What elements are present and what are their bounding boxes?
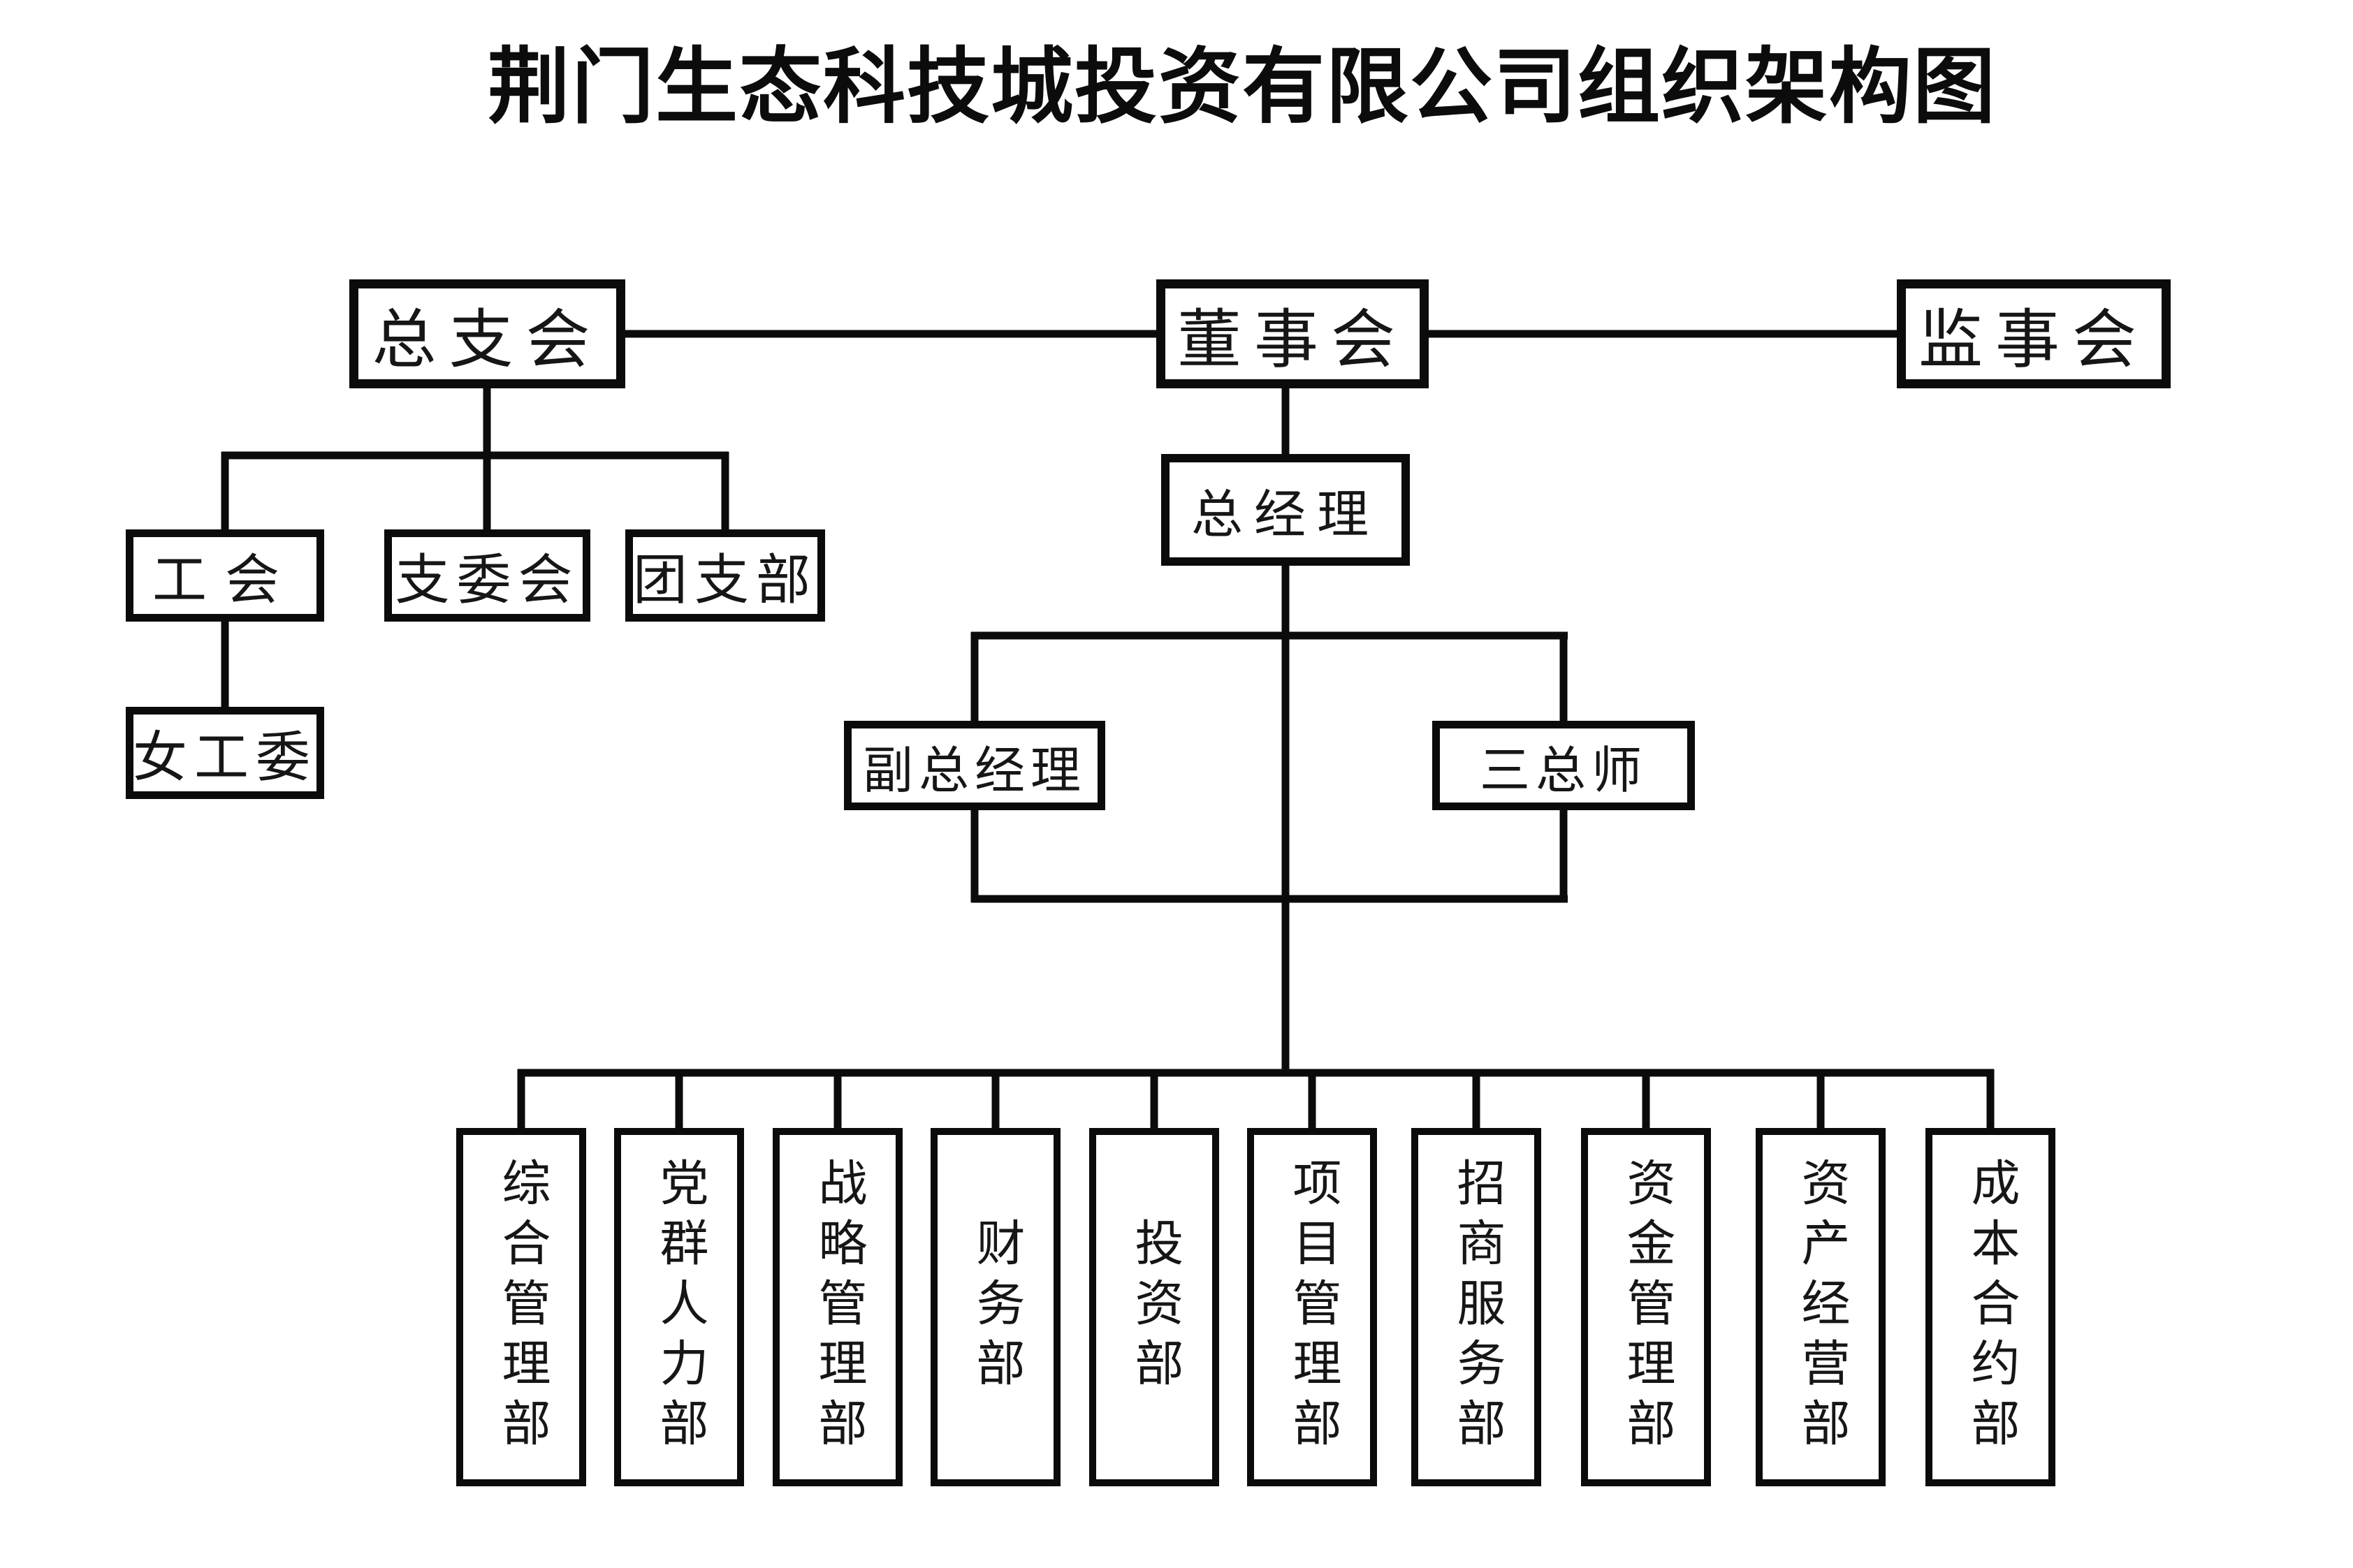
dept-label: 招商服务部 — [1450, 1157, 1503, 1458]
node-dept-capital-management: 资金管理部 — [1581, 1128, 1711, 1486]
node-label: 副总经理 — [862, 742, 1086, 799]
node-dept-strategy-management: 战略管理部 — [773, 1128, 903, 1486]
node-dept-party-mass-hr: 党群人力部 — [614, 1128, 744, 1486]
node-label: 工会 — [152, 550, 298, 610]
dept-label: 投资部 — [1128, 1217, 1181, 1398]
node-women-workers-committee: 女工委 — [126, 707, 324, 799]
node-three-chief-engineers: 三总师 — [1432, 721, 1695, 810]
node-dept-finance: 财务部 — [931, 1128, 1061, 1486]
node-board-of-supervisors: 监事会 — [1897, 279, 2171, 388]
chart-title: 荆门生态科技城投资有限公司组织架构图 — [487, 42, 1997, 133]
node-label: 团支部 — [633, 550, 818, 610]
node-label: 监事会 — [1918, 304, 2149, 376]
node-label: 支委会 — [395, 550, 580, 610]
dept-label: 党群人力部 — [653, 1157, 706, 1458]
node-deputy-general-manager: 副总经理 — [844, 721, 1105, 810]
dept-label: 资金管理部 — [1619, 1157, 1673, 1458]
dept-label: 综合管理部 — [495, 1157, 548, 1458]
node-label: 总经理 — [1191, 486, 1380, 544]
dept-label: 资产经营部 — [1794, 1157, 1848, 1458]
node-label: 总支会 — [372, 304, 603, 376]
node-dept-project-management: 项目管理部 — [1247, 1128, 1377, 1486]
node-label: 董事会 — [1176, 304, 1408, 376]
node-branch-committee: 支委会 — [384, 529, 590, 622]
node-general-manager: 总经理 — [1161, 454, 1410, 566]
node-label: 女工委 — [133, 727, 318, 788]
node-dept-general-management: 综合管理部 — [456, 1128, 586, 1486]
dept-label: 成本合约部 — [1964, 1157, 2018, 1458]
dept-label: 项目管理部 — [1285, 1157, 1339, 1458]
node-dept-asset-operation: 资产经营部 — [1756, 1128, 1886, 1486]
node-labor-union: 工会 — [126, 529, 324, 622]
node-dept-investment: 投资部 — [1089, 1128, 1219, 1486]
node-general-party-branch: 总支会 — [349, 279, 625, 388]
node-label: 三总师 — [1479, 742, 1647, 799]
node-dept-investment-promotion-service: 招商服务部 — [1411, 1128, 1541, 1486]
dept-label: 战略管理部 — [811, 1157, 865, 1458]
node-youth-league-branch: 团支部 — [625, 529, 825, 622]
node-dept-cost-contract: 成本合约部 — [1925, 1128, 2055, 1486]
dept-label: 财务部 — [969, 1217, 1023, 1398]
node-board-of-directors: 董事会 — [1156, 279, 1429, 388]
